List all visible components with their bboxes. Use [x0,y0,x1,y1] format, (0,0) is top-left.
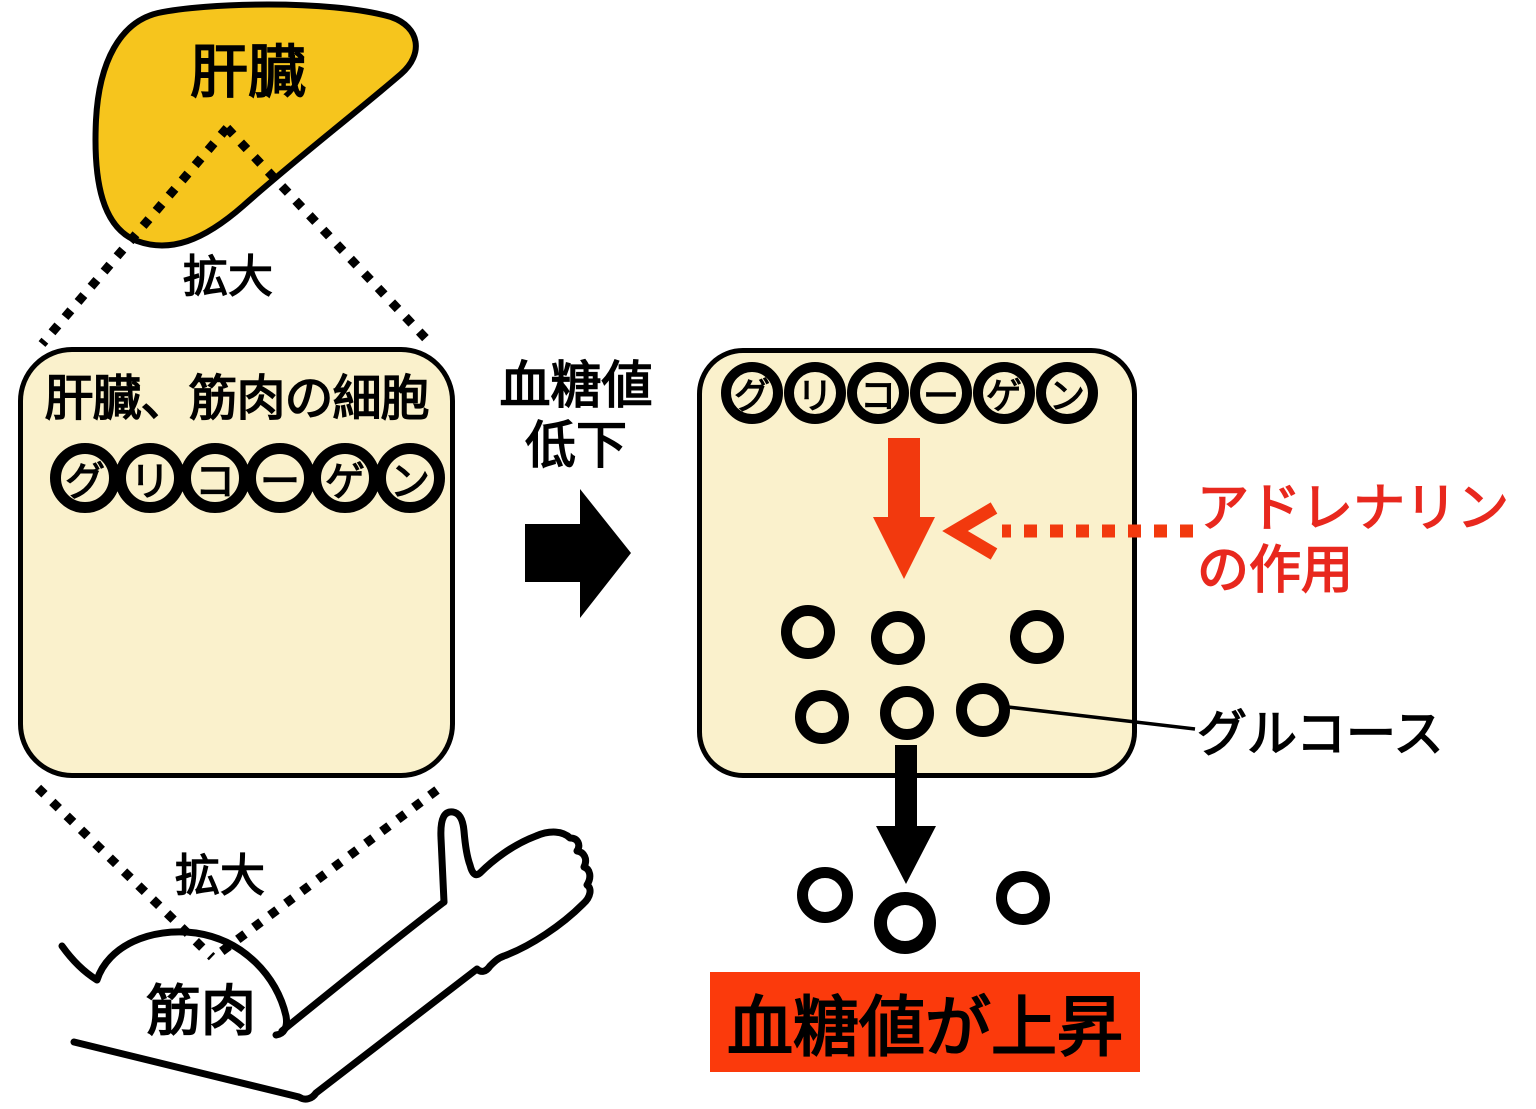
zoom-top-right-line [223,124,435,348]
zoom-dotted-lines-top [38,124,435,348]
glucose-circle-released [996,871,1050,925]
glucose-circle [880,686,934,740]
cell-box-title: 肝臓、筋肉の細胞 [44,372,429,426]
blood-sugar-rise-text: 血糖値が上昇 [727,990,1123,1064]
adrenaline-note: アドレナリン の作用 [1197,478,1509,602]
glucose-circle [1010,610,1064,664]
arm-outline [58,808,594,1103]
glycogen-bead: リ [784,362,846,424]
blood-sugar-drop-line1: 血糖値 [499,357,653,414]
forearm-top-outline [278,898,448,1035]
muscle-label: 筋肉 [146,980,257,1042]
glycogen-bead: ー [245,443,315,513]
glycogen-bead-char: グ [733,375,770,416]
glycogen-bead: コ [847,362,909,424]
glycogen-bead: ン [1036,362,1098,424]
glycogen-bead: グ [50,443,120,513]
glucose-circle [956,683,1010,737]
glycogen-bead-char: ン [390,460,430,504]
adrenaline-note-line2: の作用 [1197,542,1354,600]
glucose-circle [781,605,835,659]
blood-sugar-drop-arrow [525,489,631,618]
glycogen-bead: ン [375,443,445,513]
hand-thumb-outline [70,808,594,1103]
adrenaline-note-line1: アドレナリン [1197,480,1510,538]
glucose-circle-released [874,892,936,954]
zoom-label-bottom: 拡大 [175,850,266,901]
glycogen-bead: ー [910,362,972,424]
glycogen-bead-char: リ [796,375,833,416]
zoom-label-top: 拡大 [183,251,274,302]
glycogen-bead-char: ー [260,460,300,504]
glycogen-bead-char: ゲ [325,460,365,504]
glycogen-bead: ゲ [973,362,1035,424]
glucose-circle [795,690,849,744]
glycogen-bead-char: ー [922,375,959,416]
glycogen-bead: コ [180,443,250,513]
glycogen-bead: グ [721,362,783,424]
zoom-top-left-line [38,125,231,347]
glucose-circle [871,611,925,665]
liver-muscle-cell-box [18,347,455,778]
blood-sugar-rise-banner: 血糖値が上昇 [710,972,1140,1072]
glucose-label: グルコース [1197,706,1444,762]
blood-sugar-drop-line2: 低下 [524,417,627,474]
glycogen-bead-char: リ [130,460,170,504]
glycogen-bead-char: ゲ [985,375,1022,416]
glycogen-bead-char: ン [1048,375,1085,416]
glycogen-bead-char: コ [195,460,235,504]
glycogen-bead: ゲ [310,443,380,513]
liver-label: 肝臓 [190,40,307,105]
glycogen-bead-char: コ [859,375,896,416]
glycogen-bead-char: グ [65,460,105,504]
blood-sugar-drop-label: 血糖値 低下 [478,356,674,476]
glucose-circle-released [797,867,853,923]
glycogen-bead: リ [115,443,185,513]
